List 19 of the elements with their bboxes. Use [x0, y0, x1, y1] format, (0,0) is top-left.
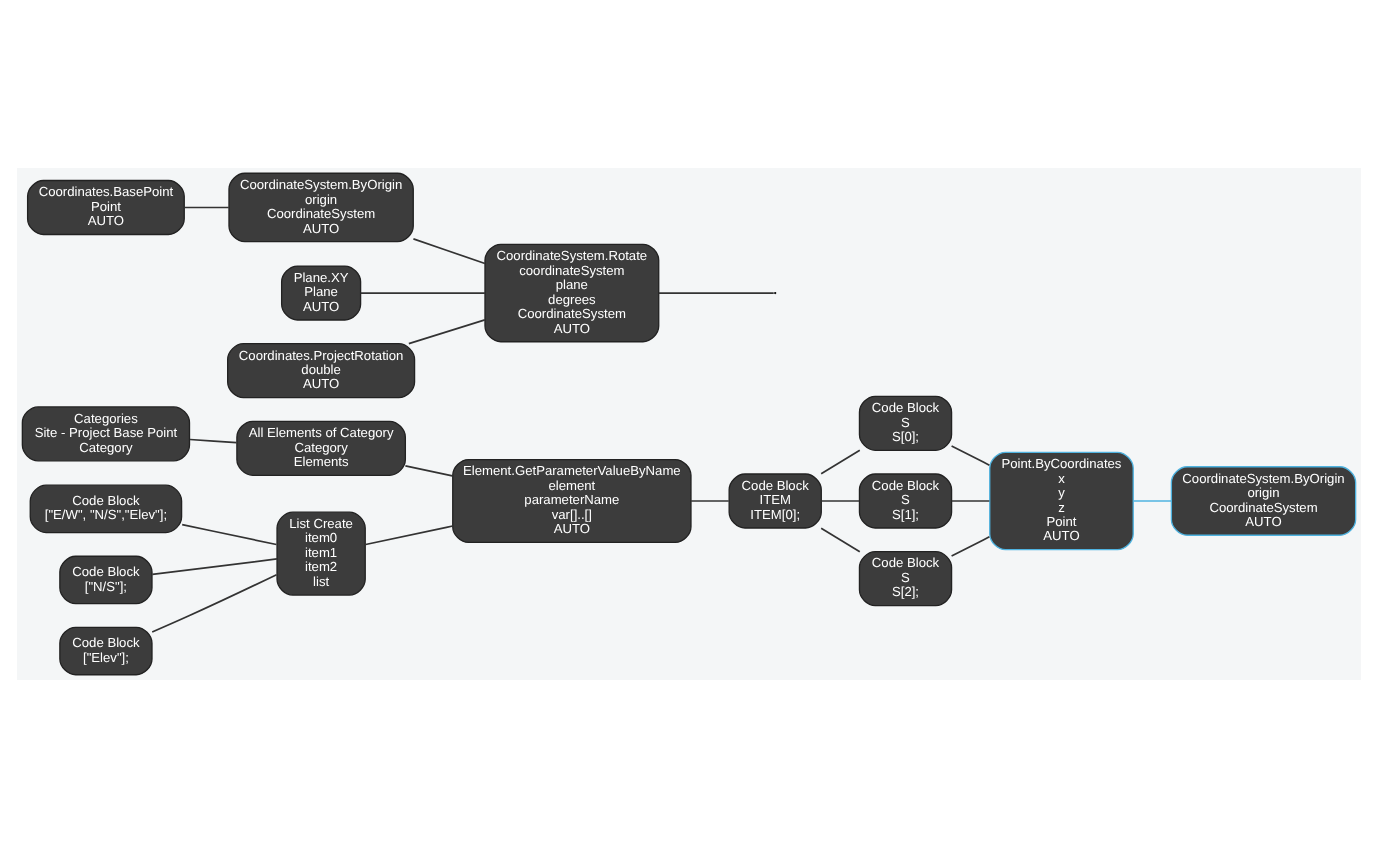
- connector: [950, 444, 991, 465]
- connector: [820, 448, 861, 474]
- connector: [181, 522, 278, 545]
- connector: [950, 499, 991, 501]
- connector: [151, 572, 278, 632]
- connector: [412, 237, 486, 264]
- connector: [189, 437, 238, 443]
- connector: [820, 526, 861, 552]
- connector: [151, 557, 278, 575]
- connector: [950, 535, 991, 556]
- connector: [820, 499, 860, 501]
- connector: [658, 291, 775, 293]
- connector: [404, 464, 454, 476]
- connector: [1132, 499, 1173, 501]
- connector: [408, 318, 486, 344]
- connector: [690, 499, 730, 501]
- connector: [364, 524, 454, 545]
- connector: [359, 291, 486, 293]
- connector: [183, 205, 230, 208]
